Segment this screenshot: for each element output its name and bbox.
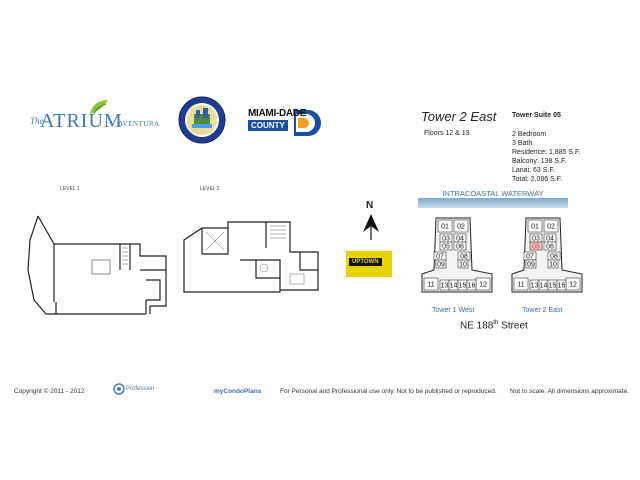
unit-number: 10 (549, 262, 557, 269)
waterway-label: INTRACOASTAL WATERWAY (442, 189, 544, 198)
unit-number: 12 (479, 282, 487, 289)
unit-number: 06 (546, 244, 554, 251)
street-word: Street (498, 320, 528, 332)
waterway-band (418, 198, 568, 208)
unit-cell (513, 277, 529, 291)
unit-cell (453, 241, 467, 251)
unit-number: 05 (532, 244, 540, 251)
atrium-sub: AVENTURA (118, 120, 160, 128)
unit-number: 10 (459, 262, 467, 269)
unit-number: 06 (456, 244, 464, 251)
unit-cell (435, 259, 447, 269)
spec-total: Total: 2,086 S.F. (512, 176, 563, 183)
unit-number: 14 (450, 283, 458, 290)
unit-specs: 2 Bedroom 3 Bath Residence: 1,885 S.F. B… (512, 130, 581, 184)
uptown-text: UPTOWN (349, 258, 382, 266)
unit-number: 04 (546, 236, 554, 243)
unit-number: 14 (540, 283, 548, 290)
unit-number: 09 (437, 262, 445, 269)
unit-number: 12 (569, 282, 577, 289)
unit-number: 08 (460, 254, 468, 261)
unit-cell (529, 241, 543, 251)
unit-number: 01 (441, 224, 449, 231)
floors-label: Floors 12 & 13 (424, 130, 470, 137)
unit-number: 01 (531, 224, 539, 231)
unit-number: 02 (457, 224, 465, 231)
unit-number: 02 (547, 224, 555, 231)
level-1-label: LEVEL 1 (60, 186, 80, 192)
level-1-floor-plan (27, 215, 167, 315)
unit-number: 15 (549, 283, 557, 290)
unit-cell (527, 219, 543, 233)
tower-outline (421, 217, 493, 293)
unit-number: 03 (442, 236, 450, 243)
atrium-name: ATRIUM (40, 110, 123, 132)
unit-number: 11 (427, 282, 434, 289)
copyright-text: Copyright © 2011 - 2012 (14, 388, 85, 395)
unit-cell (543, 219, 559, 233)
unit-cell (466, 279, 477, 291)
unit-number: 15 (459, 283, 467, 290)
tower-2-label: Tower 2 East (522, 307, 563, 314)
mycondoplans-logo: myCondoPlans (214, 388, 262, 395)
street-name: NE 188 (460, 320, 494, 332)
spec-lanai: Lanai: 63 S.F. (512, 167, 555, 174)
unit-cell (437, 219, 453, 233)
unit-number: 11 (517, 282, 524, 289)
uptown-logo: UPTOWN (346, 251, 392, 277)
unit-number: 13 (531, 283, 539, 290)
leaf-icon (90, 100, 108, 115)
profession-text: Profession (126, 386, 155, 392)
profession-logo: Profession (112, 382, 168, 396)
unit-number: 03 (532, 236, 540, 243)
suite-label: Tower Suite 05 (512, 112, 561, 119)
unit-number: 16 (558, 283, 566, 290)
unit-number: 16 (468, 283, 476, 290)
unit-cell (439, 241, 453, 251)
unit-number: 04 (456, 236, 464, 243)
unit-cell (556, 279, 567, 291)
unit-number: 13 (441, 283, 449, 290)
profession-mark-icon (113, 383, 125, 395)
north-arrow-icon (363, 214, 379, 240)
city-seal-logo (178, 96, 226, 144)
unit-number: 09 (527, 262, 535, 269)
scale-notice: Not to scale. All dimensions approximate… (510, 388, 629, 395)
unit-number: 07 (436, 254, 444, 261)
county-text: COUNTY (248, 120, 288, 131)
usage-notice: For Personal and Professional use only. … (280, 388, 497, 395)
miami-dade-text: MIAMI-DADE (248, 108, 307, 119)
unit-number: 08 (550, 254, 558, 261)
unit-cell (423, 277, 439, 291)
atrium-the-text: The (30, 116, 44, 126)
level-2-floor-plan (183, 221, 319, 293)
unit-cell (525, 259, 537, 269)
spec-balcony: Balcony: 138 S.F. (512, 158, 567, 165)
street-suffix-sup: th (493, 320, 499, 326)
unit-number: 05 (442, 244, 450, 251)
level-2-label: LEVEL 2 (200, 186, 220, 192)
unit-number: 07 (526, 254, 534, 261)
unit-cell (453, 219, 469, 233)
tower-1-label: Tower 1 West (432, 307, 475, 314)
unit-cell (543, 241, 557, 251)
unit-cell (547, 259, 559, 269)
tower-title: Tower 2 East (421, 109, 497, 124)
spec-bedroom: 2 Bedroom (512, 131, 547, 138)
spec-residence: Residence: 1,885 S.F. (512, 149, 581, 156)
miami-dade-logo: MIAMI-DADE COUNTY (248, 108, 322, 140)
atrium-logo: The ATRIUM AVENTURA (30, 96, 160, 136)
spec-bath: 3 Bath (512, 140, 533, 147)
tower-outline (511, 217, 583, 293)
north-label: N (366, 200, 374, 211)
unit-cell (457, 259, 469, 269)
street-label: NE 188th Street (460, 320, 528, 331)
